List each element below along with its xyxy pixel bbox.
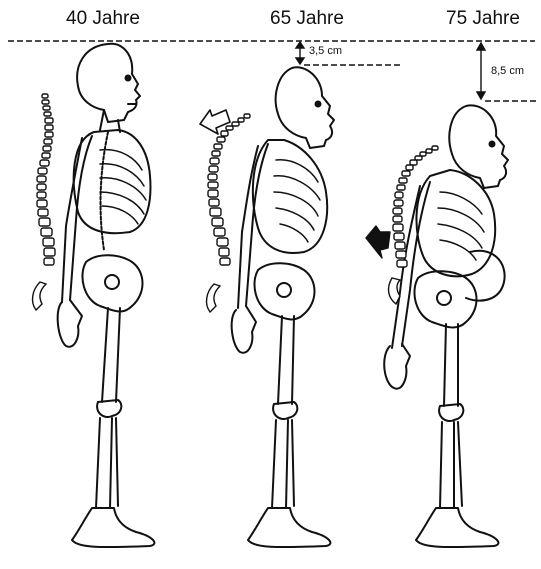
spine-chain-65: [207, 114, 250, 312]
age-label-40: 40 Jahre: [66, 8, 140, 30]
height-loss-label-65: 3,5 cm: [309, 45, 342, 57]
age-label-75: 75 Jahre: [446, 8, 520, 30]
height-loss-label-75: 8,5 cm: [491, 65, 524, 77]
skeleton-65: [232, 67, 334, 547]
spine-chain-75: [389, 146, 438, 304]
spine-chain-40: [33, 94, 55, 310]
age-label-65: 65 Jahre: [270, 8, 344, 30]
curvature-arrow-75: [366, 226, 390, 258]
skeleton-40: [58, 44, 155, 547]
